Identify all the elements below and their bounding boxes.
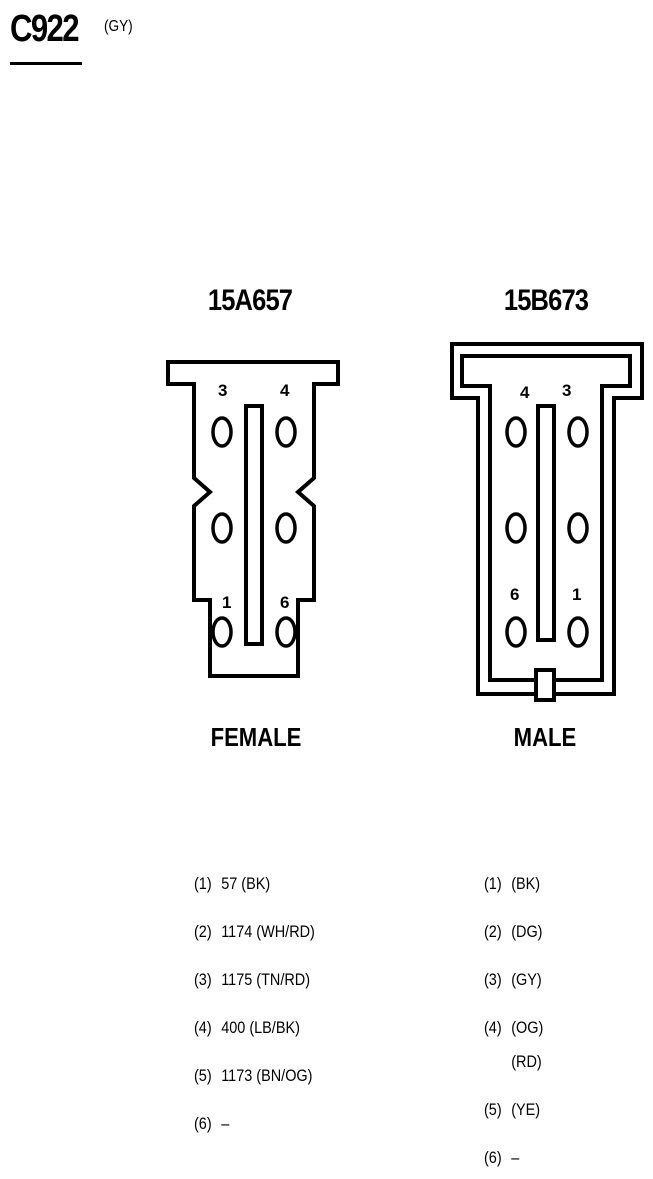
list-item: (4)400 (LB/BK) [194, 1018, 300, 1037]
female-pin-cavity [275, 616, 297, 648]
male-pin-cavity [505, 512, 527, 544]
female-pin-label: 6 [280, 593, 289, 612]
male-pin-label: 1 [572, 585, 581, 604]
list-item: (RD) [511, 1052, 542, 1071]
female-pin-cavity [275, 512, 297, 544]
female-pin-label: 3 [218, 381, 227, 400]
connector-color-code: (GY) [104, 18, 133, 35]
female-connector-outline [166, 360, 340, 678]
female-pin-cavity [275, 416, 297, 448]
male-pin-label: 3 [562, 381, 571, 400]
male-label: MALE [513, 722, 577, 752]
connector-id: C922 [10, 8, 80, 50]
male-pin-cavity [567, 616, 589, 648]
male-connector-inner-outline [460, 354, 632, 682]
list-item: (2)1174 (WH/RD) [194, 922, 315, 941]
list-item: (3)1175 (TN/RD) [194, 970, 311, 989]
list-item: (4)(OG) [484, 1018, 544, 1037]
male-part-number: 15B673 [503, 284, 589, 317]
list-item: (2)(DG) [484, 922, 543, 941]
list-item: (5)(YE) [484, 1100, 541, 1119]
list-item: (3)(GY) [484, 970, 542, 989]
list-item: (1)(BK) [484, 874, 541, 893]
female-part-number: 15A657 [207, 284, 293, 317]
female-pin-label: 4 [280, 381, 290, 400]
male-pin-label: 6 [510, 585, 519, 604]
female-pin-cavity [211, 416, 233, 448]
female-center-key [244, 404, 264, 646]
male-latch [534, 668, 556, 702]
title-underline [10, 62, 82, 65]
list-item: (6)– [194, 1114, 230, 1133]
list-item: (5)1173 (BN/OG) [194, 1066, 313, 1085]
list-item: (6)– [484, 1148, 520, 1167]
female-label: FEMALE [210, 722, 302, 752]
list-item: (1)57 (BK) [194, 874, 271, 893]
female-pin-cavity [211, 512, 233, 544]
male-connector-outer-outline [450, 342, 644, 696]
male-pin-cavity [505, 616, 527, 648]
male-center-key [536, 404, 556, 642]
female-pin-cavity [211, 616, 233, 648]
male-pin-label: 4 [520, 383, 530, 402]
male-pin-cavity [567, 512, 589, 544]
male-pin-cavity [505, 416, 527, 448]
male-pin-cavity [567, 416, 589, 448]
female-pin-label: 1 [222, 593, 231, 612]
